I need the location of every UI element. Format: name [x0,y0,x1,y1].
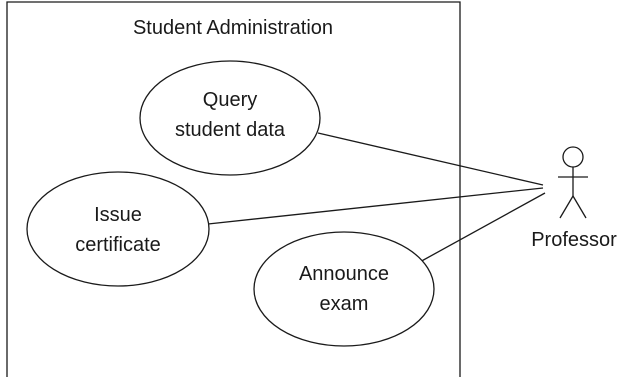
association-issue-professor [207,187,544,225]
use-case-label-line1: Issue [94,204,142,226]
system-boundary [6,1,461,377]
stick-figure-icon [558,146,588,219]
actor-professor[interactable]: Professor [531,146,617,251]
actor-label: Professor [531,229,617,251]
use-case-label-line1: Query [203,89,257,111]
association-query-professor [317,132,544,186]
use-case-announce-exam[interactable]: Announce exam [253,231,435,347]
use-case-label-line2: exam [320,293,369,315]
use-case-label-line2: certificate [75,234,161,256]
use-case-label-line1: Announce [299,263,389,285]
system-title: Student Administration [133,17,333,39]
use-case-query-student-data[interactable]: Query student data [139,60,321,176]
use-case-issue-certificate[interactable]: Issue certificate [26,171,210,287]
association-announce-professor [417,192,546,264]
use-case-label-line2: student data [175,119,286,141]
